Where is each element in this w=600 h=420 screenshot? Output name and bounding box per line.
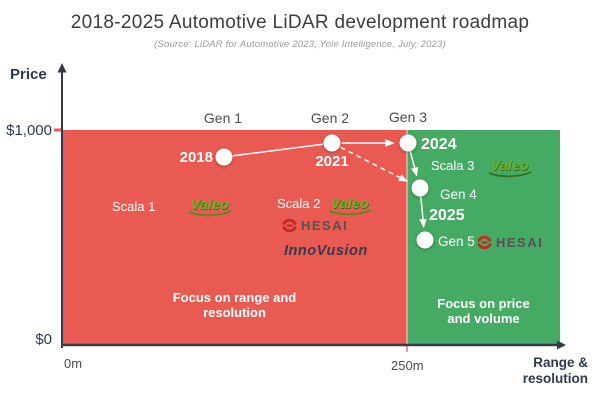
hesai-icon (282, 218, 297, 233)
label-scala-1: Scala 1 (112, 199, 156, 214)
x-tick-0m: 0m (64, 356, 83, 371)
chart-subtitle: (Source: LiDAR for Automotive 2023, Yole… (154, 39, 446, 50)
hesai-logo: HESAI (476, 234, 543, 251)
valeo-swoosh-icon (188, 210, 232, 217)
y-axis-title: Price (10, 66, 47, 83)
label-scala-3: Scala 3 (431, 158, 475, 173)
label-year-2024: 2024 (421, 136, 457, 153)
label-gen1: Gen 1 (203, 110, 243, 126)
valeo-logo: Valeo (487, 158, 533, 178)
label-gen5: Gen 5 (438, 234, 475, 249)
x-axis-title: Range & resolution (522, 355, 588, 386)
y-tick-0: $0 (35, 331, 52, 348)
label-year-2025: 2025 (429, 207, 465, 224)
valeo-swoosh-icon (488, 171, 532, 178)
y-tick-1000: $1,000 (6, 122, 52, 139)
hesai-icon (477, 235, 492, 250)
label-gen4: Gen 4 (440, 187, 477, 202)
label-gen2: Gen 2 (310, 110, 350, 126)
label-gen3: Gen 3 (388, 109, 428, 125)
valeo-swoosh-icon (328, 209, 372, 216)
label-year-2018: 2018 (179, 149, 213, 166)
x-tick-250m: 250m (391, 358, 424, 373)
zone-boundary-250m-tick (406, 130, 408, 352)
zone-green-label: Focus on price and volume (437, 296, 530, 326)
chart-title: 2018-2025 Automotive LiDAR development r… (70, 12, 530, 33)
label-year-2021: 2021 (315, 153, 349, 170)
valeo-logo: Valeo (187, 197, 233, 217)
valeo-logo: Valeo (327, 196, 373, 216)
hesai-logo: HESAI (281, 217, 348, 234)
zone-red-label: Focus on range and resolution (172, 290, 297, 320)
label-scala-2: Scala 2 (277, 196, 321, 211)
innovusion-logo: InnoVusion (284, 243, 368, 259)
y-axis-arrow (57, 63, 67, 73)
